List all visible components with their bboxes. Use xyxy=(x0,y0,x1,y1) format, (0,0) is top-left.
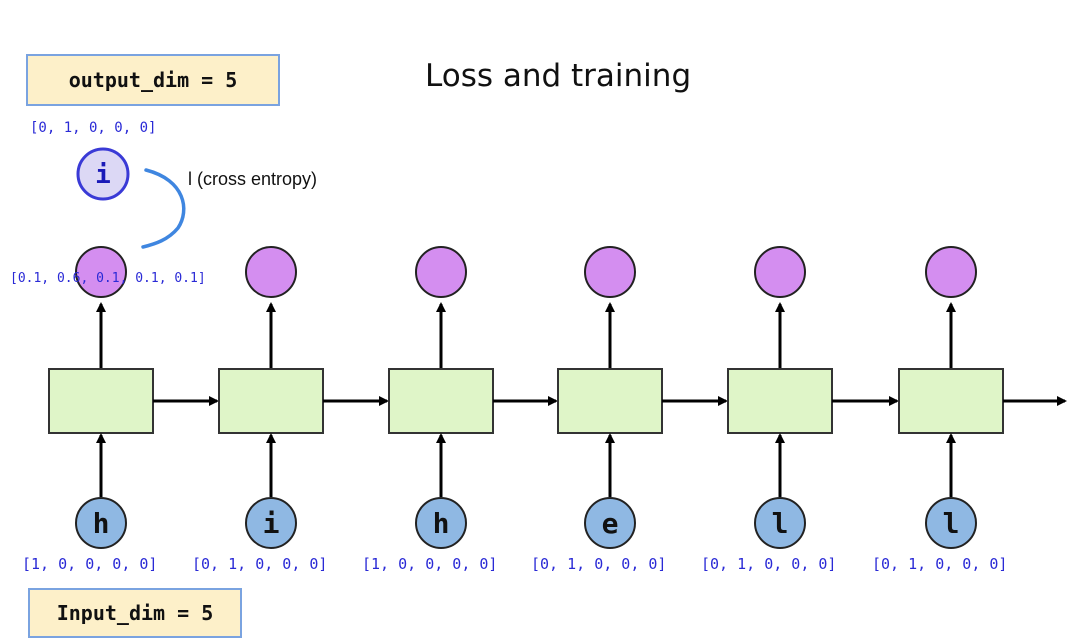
rnn-cell xyxy=(218,368,324,434)
rnn-cell xyxy=(48,368,154,434)
slide-title: Loss and training xyxy=(425,58,692,94)
rnn-cell xyxy=(727,368,833,434)
output-node xyxy=(415,246,467,298)
input-node xyxy=(754,497,806,549)
input-node xyxy=(415,497,467,549)
input-char: i xyxy=(263,507,280,540)
rnn-cell xyxy=(898,368,1004,434)
target-node xyxy=(76,147,130,201)
rnn-cell xyxy=(388,368,494,434)
input-vector: [0, 1, 0, 0, 0] xyxy=(192,555,327,573)
input-node xyxy=(584,497,636,549)
target-vector: [0, 1, 0, 0, 0] xyxy=(30,120,156,136)
output-probability-vector: [0.1, 0.6, 0.1, 0.1, 0.1] xyxy=(10,271,206,286)
output-node xyxy=(925,246,977,298)
input-char: l xyxy=(943,507,960,540)
input-node xyxy=(75,497,127,549)
input-node xyxy=(925,497,977,549)
input-dim-box: Input_dim = 5 xyxy=(28,588,242,638)
output-dim-box: output_dim = 5 xyxy=(26,54,280,106)
input-vector: [0, 1, 0, 0, 0] xyxy=(531,555,666,573)
input-vector: [1, 0, 0, 0, 0] xyxy=(22,555,157,573)
input-vector: [0, 1, 0, 0, 0] xyxy=(872,555,1007,573)
loss-connector xyxy=(141,168,186,249)
input-node xyxy=(245,497,297,549)
input-char: l xyxy=(772,507,789,540)
input-vector: [0, 1, 0, 0, 0] xyxy=(701,555,836,573)
input-vector: [1, 0, 0, 0, 0] xyxy=(362,555,497,573)
output-node xyxy=(754,246,806,298)
input-char: h xyxy=(93,507,110,540)
output-node xyxy=(245,246,297,298)
loss-label: l (cross entropy) xyxy=(188,169,317,189)
target-letter: i xyxy=(95,160,111,190)
input-char: e xyxy=(602,507,619,540)
output-node xyxy=(584,246,636,298)
input-char: h xyxy=(433,507,450,540)
output-node xyxy=(75,246,127,298)
rnn-cell xyxy=(557,368,663,434)
